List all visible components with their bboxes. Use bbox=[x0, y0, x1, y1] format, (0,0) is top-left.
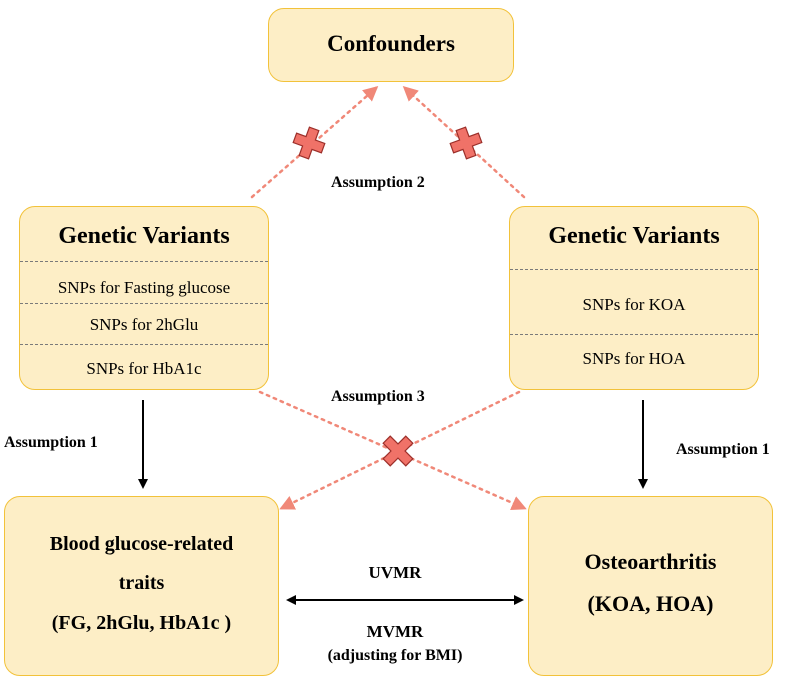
snp-row-fasting-glucose: SNPs for Fasting glucose bbox=[57, 278, 231, 297]
confounders-box: Confounders bbox=[268, 8, 514, 82]
mvmr-note-label: (adjusting for BMI) bbox=[327, 647, 463, 664]
divider bbox=[510, 269, 758, 270]
snp-row-hoa: SNPs for HOA bbox=[582, 349, 686, 368]
divider bbox=[20, 344, 268, 345]
snp-row-hba1c: SNPs for HbA1c bbox=[86, 359, 202, 378]
outcome-line1: Osteoarthritis bbox=[584, 549, 717, 574]
genetic-variants-title-left: Genetic Variants bbox=[58, 223, 230, 249]
cross-icon bbox=[449, 126, 483, 160]
cross-icon bbox=[292, 126, 326, 160]
mvmr-label: MVMR bbox=[366, 622, 424, 641]
cross-icon bbox=[382, 435, 414, 467]
snp-row-2hglu: SNPs for 2hGlu bbox=[89, 315, 199, 334]
assumption1-left-label: Assumption 1 bbox=[4, 434, 98, 451]
uvmr-label: UVMR bbox=[368, 563, 422, 582]
exposure-line2: traits bbox=[118, 572, 165, 594]
dotted-arrow-right-to-exposure bbox=[279, 390, 521, 510]
assumption1-right-label: Assumption 1 bbox=[676, 441, 770, 458]
divider bbox=[510, 334, 758, 335]
dotted-arrow-right-to-confounders bbox=[402, 85, 526, 199]
divider bbox=[20, 261, 268, 262]
exposure-box: Blood glucose-related traits (FG, 2hGlu,… bbox=[4, 496, 279, 676]
outcome-line2: (KOA, HOA) bbox=[587, 591, 714, 616]
assumption2-label: Assumption 2 bbox=[331, 174, 425, 191]
genetic-variants-box-left: Genetic Variants SNPs for Fasting glucos… bbox=[19, 206, 269, 390]
genetic-variants-box-right: Genetic Variants SNPs for KOA SNPs for H… bbox=[509, 206, 759, 390]
exposure-line1: Blood glucose-related bbox=[49, 533, 234, 555]
divider bbox=[20, 303, 268, 304]
snp-row-koa: SNPs for KOA bbox=[582, 295, 686, 314]
genetic-variants-title-right: Genetic Variants bbox=[548, 223, 720, 249]
exposure-line3: (FG, 2hGlu, HbA1c ) bbox=[51, 612, 232, 634]
confounders-title: Confounders bbox=[327, 31, 455, 56]
outcome-box: Osteoarthritis (KOA, HOA) bbox=[528, 496, 773, 676]
assumption3-label: Assumption 3 bbox=[331, 388, 425, 405]
